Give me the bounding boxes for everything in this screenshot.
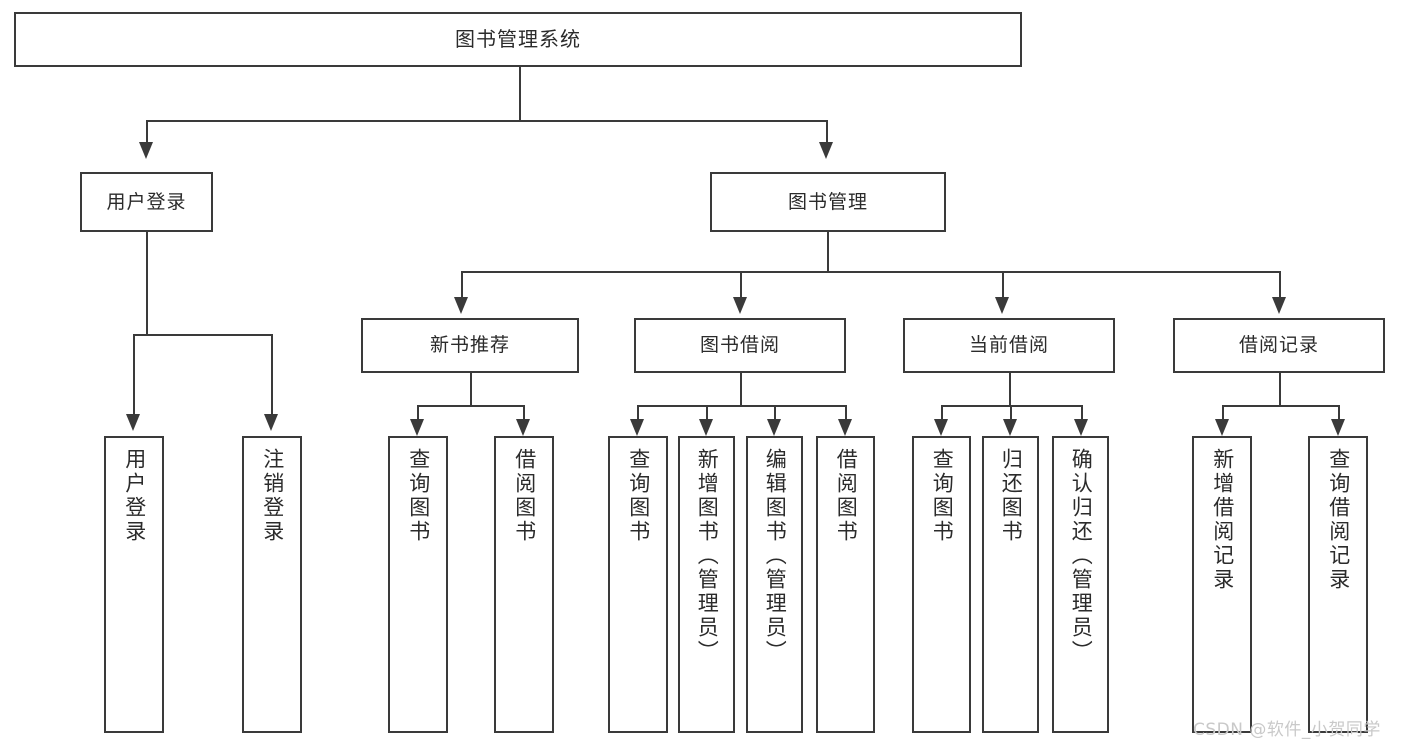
arrowhead-new-books: [454, 297, 468, 314]
connector-root-stem: [519, 67, 521, 120]
connector-drop-leaf-confirm-return: [1081, 405, 1083, 419]
connector-drop-borrow-record: [1279, 271, 1281, 297]
node-label: 图书管理: [787, 190, 868, 213]
connector-drop-leaf-add-record: [1222, 405, 1224, 419]
node-current-borrowing[interactable]: 当前借阅: [903, 318, 1115, 373]
leaf-query-book-borrowing[interactable]: 查询图书: [608, 436, 668, 733]
node-label: 用户登录: [122, 448, 147, 544]
leaf-query-book-new-books[interactable]: 查询图书: [388, 436, 448, 733]
leaf-confirm-return-admin[interactable]: 确认归还（管理员）: [1052, 436, 1109, 733]
node-label: 新增借阅记录: [1210, 448, 1235, 592]
arrowhead-leaf-query-record: [1331, 419, 1345, 436]
node-label: 查询图书: [626, 448, 651, 544]
node-label: 查询图书: [930, 448, 955, 544]
node-label: 借阅记录: [1238, 334, 1319, 357]
connector-new-books-bus: [417, 405, 523, 407]
connector-new-books-stem: [470, 373, 472, 405]
leaf-logout[interactable]: 注销登录: [242, 436, 302, 733]
node-label: 查询借阅记录: [1326, 448, 1351, 592]
connector-drop-leaf-add-book: [706, 405, 708, 419]
connector-book-borrow-stem: [740, 373, 742, 405]
node-label: 归还图书: [999, 448, 1024, 544]
arrowhead-leaf-return-book: [1003, 419, 1017, 436]
connector-drop-leaf-logout: [271, 334, 273, 414]
node-root-library-system[interactable]: 图书管理系统: [14, 12, 1022, 67]
connector-book-borrow-bus: [637, 405, 845, 407]
node-label: 当前借阅: [968, 334, 1049, 357]
leaf-borrow-book-borrowing[interactable]: 借阅图书: [816, 436, 875, 733]
node-book-borrowing[interactable]: 图书借阅: [634, 318, 846, 373]
node-label: 借阅图书: [512, 448, 537, 544]
arrowhead-leaf-add-book: [699, 419, 713, 436]
arrowhead-book-borrow: [733, 297, 747, 314]
arrowhead-leaf-user-login: [126, 414, 140, 431]
arrowhead-leaf-query-book-1: [410, 419, 424, 436]
arrowhead-leaf-confirm-return: [1074, 419, 1088, 436]
arrowhead-book-mgmt: [819, 142, 833, 159]
connector-book-mgmt-stem: [827, 232, 829, 271]
connector-drop-leaf-user-login: [133, 334, 135, 414]
leaf-edit-book-admin[interactable]: 编辑图书（管理员）: [746, 436, 803, 733]
connector-drop-book-mgmt: [826, 120, 828, 142]
connector-drop-leaf-query-record: [1338, 405, 1340, 419]
leaf-user-login[interactable]: 用户登录: [104, 436, 164, 733]
connector-borrow-record-stem: [1279, 373, 1281, 405]
arrowhead-borrow-record: [1272, 297, 1286, 314]
node-book-management[interactable]: 图书管理: [710, 172, 946, 232]
arrowhead-leaf-borrow-book-2: [838, 419, 852, 436]
connector-drop-leaf-edit-book: [774, 405, 776, 419]
connector-drop-leaf-query-book-2: [637, 405, 639, 419]
node-label: 注销登录: [260, 448, 285, 544]
arrowhead-leaf-edit-book: [767, 419, 781, 436]
connector-drop-leaf-borrow-book-2: [845, 405, 847, 419]
arrowhead-current-borrow: [995, 297, 1009, 314]
node-label: 用户登录: [106, 190, 187, 213]
leaf-add-book-admin[interactable]: 新增图书（管理员）: [678, 436, 735, 733]
connector-drop-user-login: [146, 120, 148, 142]
connector-level3-bus: [461, 271, 1280, 273]
node-label: 新书推荐: [429, 334, 510, 357]
leaf-add-borrow-record[interactable]: 新增借阅记录: [1192, 436, 1252, 733]
arrowhead-leaf-query-book-2: [630, 419, 644, 436]
connector-drop-leaf-borrow-book-1: [523, 405, 525, 419]
node-label: 图书管理系统: [455, 26, 581, 51]
connector-current-borrow-stem: [1009, 373, 1011, 405]
node-label: 图书借阅: [699, 334, 780, 357]
connector-borrow-record-bus: [1222, 405, 1338, 407]
node-label: 编辑图书（管理员）: [763, 448, 788, 664]
leaf-query-book-current[interactable]: 查询图书: [912, 436, 971, 733]
node-user-login[interactable]: 用户登录: [80, 172, 213, 232]
node-borrowing-record[interactable]: 借阅记录: [1173, 318, 1385, 373]
connector-drop-leaf-return-book: [1010, 405, 1012, 419]
node-label: 查询图书: [406, 448, 431, 544]
connector-user-login-bus: [133, 334, 271, 336]
connector-drop-new-books: [461, 271, 463, 297]
leaf-borrow-book-new-books[interactable]: 借阅图书: [494, 436, 554, 733]
node-label: 确认归还（管理员）: [1069, 448, 1094, 664]
arrowhead-leaf-query-book-3: [934, 419, 948, 436]
arrowhead-user-login: [139, 142, 153, 159]
leaf-return-book[interactable]: 归还图书: [982, 436, 1039, 733]
node-new-book-recommend[interactable]: 新书推荐: [361, 318, 579, 373]
connector-drop-leaf-query-book-3: [941, 405, 943, 419]
connector-level2-bus: [146, 120, 826, 122]
connector-drop-book-borrow: [740, 271, 742, 297]
leaf-query-borrow-record[interactable]: 查询借阅记录: [1308, 436, 1368, 733]
node-label: 新增图书（管理员）: [695, 448, 720, 664]
arrowhead-leaf-add-record: [1215, 419, 1229, 436]
csdn-watermark: CSDN @软件_小贺同学: [1193, 720, 1381, 740]
arrowhead-leaf-logout: [264, 414, 278, 431]
connector-user-login-stem: [146, 232, 148, 334]
connector-drop-current-borrow: [1002, 271, 1004, 297]
connector-drop-leaf-query-book-1: [417, 405, 419, 419]
node-label: 借阅图书: [834, 448, 859, 544]
arrowhead-leaf-borrow-book-1: [516, 419, 530, 436]
